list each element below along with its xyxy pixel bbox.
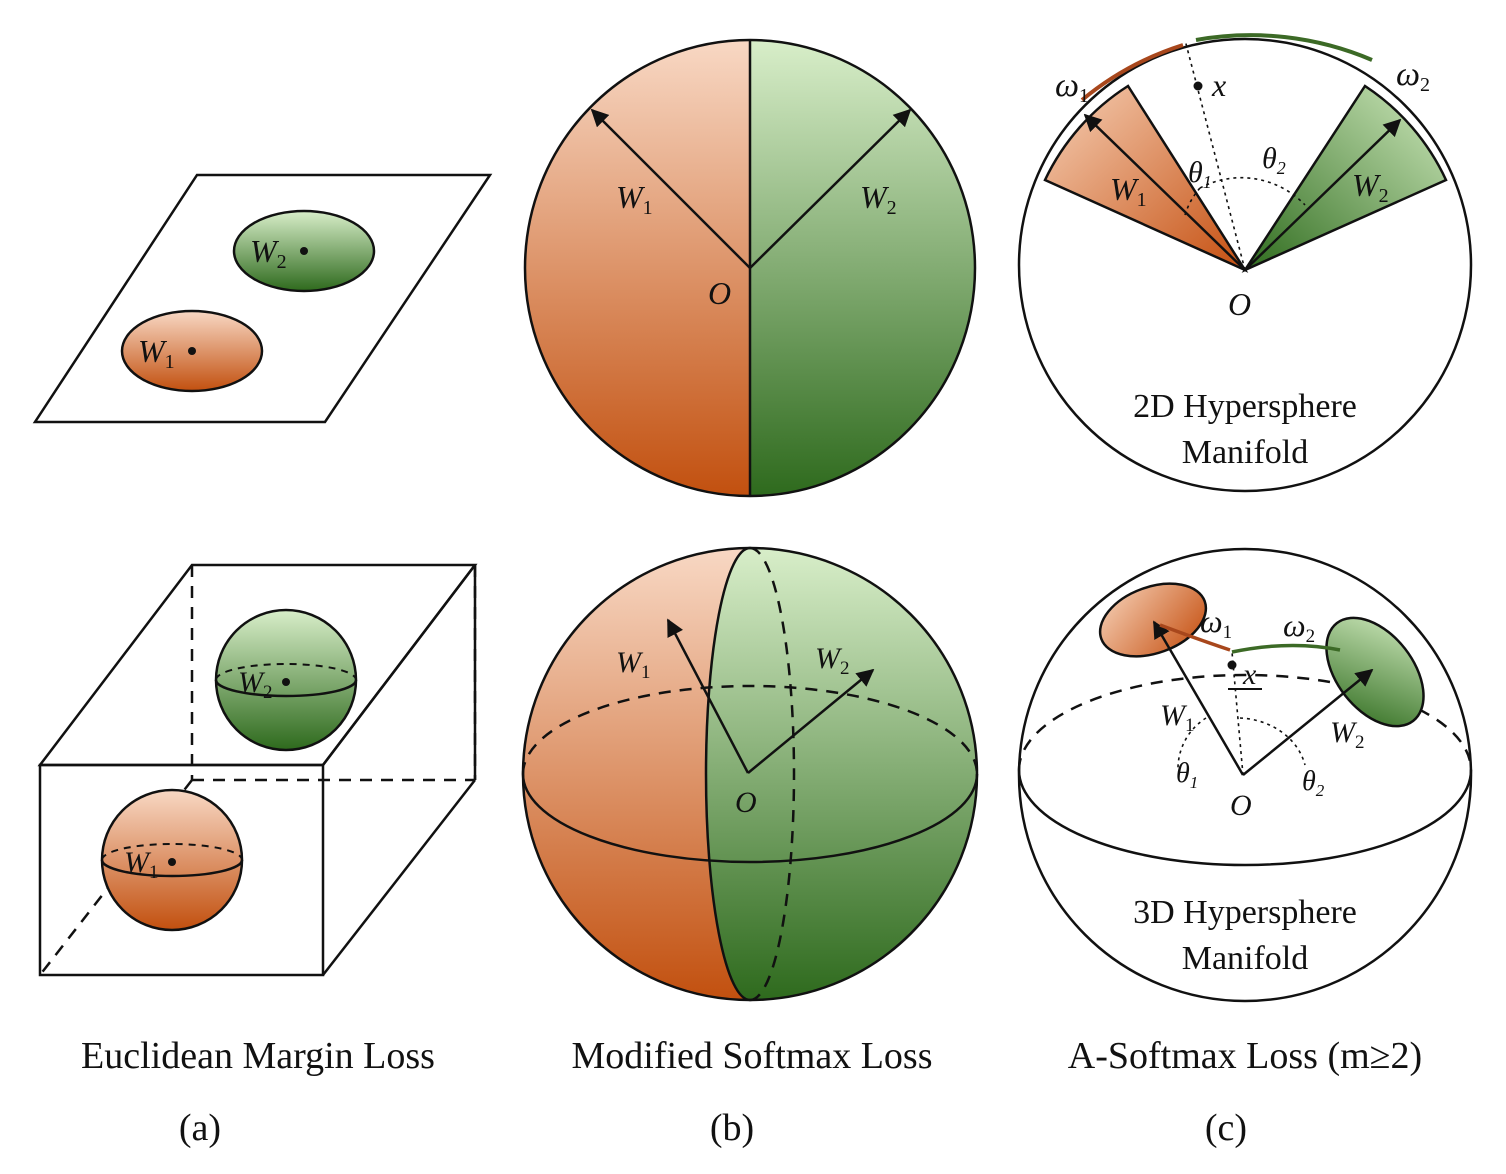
tag-a: (a) bbox=[179, 1107, 221, 1149]
c-2d-label-line1: 2D Hypersphere bbox=[1133, 388, 1357, 425]
b3-origin-label: O bbox=[735, 786, 757, 819]
c3-theta2-label: θ2 bbox=[1302, 766, 1325, 800]
b-origin-label: O bbox=[708, 275, 731, 311]
c3-w1-label: W1 bbox=[1160, 699, 1195, 736]
omega1-path bbox=[1159, 623, 1231, 652]
c3-theta1-label: θ1 bbox=[1176, 758, 1198, 792]
c-w1-label: W1 bbox=[1110, 171, 1147, 211]
c-origin-label: O bbox=[1228, 286, 1251, 322]
b3-w1-vector bbox=[666, 618, 750, 774]
b3-w1-label: W1 bbox=[616, 646, 651, 683]
c-theta2-label: θ2 bbox=[1262, 142, 1286, 178]
b-w2-label: W2 bbox=[860, 179, 897, 219]
caption-a: Euclidean Margin Loss bbox=[81, 1035, 435, 1077]
tag-c: (c) bbox=[1205, 1107, 1247, 1149]
c3-w2-label: W2 bbox=[1330, 716, 1365, 753]
w2-cap bbox=[1325, 616, 1425, 728]
c3-origin-label: O bbox=[1230, 789, 1252, 822]
omega2-path bbox=[1231, 643, 1341, 654]
a-w2-label: W2 bbox=[250, 233, 287, 273]
panel-c-2d: ω1 ω2 x θ1 θ2 W1 W2 O 2D Hypersphere Man… bbox=[1017, 33, 1473, 493]
b3-w2-vector bbox=[747, 668, 875, 774]
omega1-arc bbox=[1080, 43, 1184, 102]
c-w2-label: W2 bbox=[1352, 167, 1389, 207]
panel-a-box: W2 W1 bbox=[37, 563, 478, 977]
caption-c: A-Softmax Loss (m≥2) bbox=[1068, 1035, 1422, 1077]
c-omega1-label: ω1 bbox=[1055, 67, 1089, 107]
b-w2-vector bbox=[749, 108, 912, 269]
panel-b-sphere: W1 W2 O bbox=[521, 546, 979, 1002]
c3-omega1-label: ω1 bbox=[1200, 603, 1232, 643]
w1-cap bbox=[1098, 582, 1208, 658]
c-theta1-label: θ1 bbox=[1188, 156, 1212, 192]
b-w1-label: W1 bbox=[616, 179, 653, 219]
panel-c-3d: ω1 ω2 x W1 W2 θ1 θ2 O 3D Hypersphere Man… bbox=[1017, 547, 1473, 1003]
a-w1-sphere-label: W1 bbox=[124, 846, 159, 883]
a-w1-label: W1 bbox=[138, 333, 175, 373]
b3-w2-label: W2 bbox=[815, 642, 850, 679]
a-w2-sphere-label: W2 bbox=[238, 666, 273, 703]
c3-omega2-label: ω2 bbox=[1283, 607, 1315, 647]
c3-x-label: x bbox=[1242, 658, 1257, 691]
c-3d-label-line1: 3D Hypersphere bbox=[1133, 894, 1357, 931]
b-w1-vector bbox=[590, 108, 751, 269]
c-omega2-label: ω2 bbox=[1396, 56, 1430, 96]
omega2-arc bbox=[1195, 33, 1373, 62]
tag-b: (b) bbox=[710, 1107, 754, 1149]
caption-b: Modified Softmax Loss bbox=[572, 1035, 933, 1077]
panel-b-circle: W1 W2 O bbox=[523, 38, 977, 498]
c-2d-label-line2: Manifold bbox=[1182, 434, 1309, 471]
c-3d-label-line2: Manifold bbox=[1182, 940, 1309, 977]
c-x-label: x bbox=[1211, 67, 1226, 103]
panel-a-plane: W2 W1 bbox=[32, 173, 493, 424]
